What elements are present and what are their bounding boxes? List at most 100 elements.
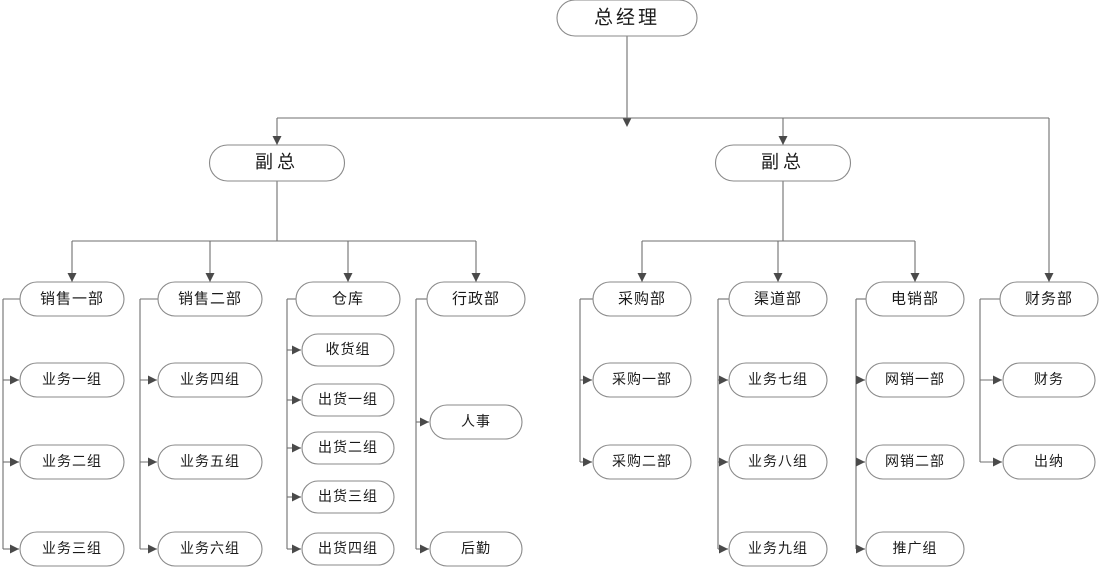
- arrow-to-wh_ship2: [292, 443, 301, 453]
- node-shape-team5: [157, 444, 263, 480]
- node-label-gm: 总经理: [594, 6, 660, 28]
- arrow-to-purchase2: [583, 457, 592, 467]
- node-dept_channel[interactable]: 渠道部: [728, 281, 828, 317]
- node-purchase2[interactable]: 采购二部: [592, 444, 692, 480]
- node-dept_sales2[interactable]: 销售二部: [157, 281, 263, 317]
- node-shape-dept_admin: [426, 281, 526, 317]
- node-shape-hr: [429, 404, 523, 440]
- arrow-to-purchase1: [583, 375, 592, 385]
- node-purchase1[interactable]: 采购一部: [592, 362, 692, 398]
- node-vp_right[interactable]: 副总: [714, 144, 852, 182]
- node-dept_finance[interactable]: 财务部: [999, 281, 1099, 317]
- node-label-team3: 业务三组: [42, 541, 102, 557]
- node-shape-team8: [728, 444, 828, 480]
- node-team8[interactable]: 业务八组: [728, 444, 828, 480]
- node-shape-wh_receive: [301, 333, 395, 367]
- arrow-to-team6: [148, 544, 157, 554]
- arrow-to-team4: [148, 375, 157, 385]
- node-logistics[interactable]: 后勤: [429, 531, 523, 567]
- node-shape-team3: [19, 531, 125, 567]
- node-team5[interactable]: 业务五组: [157, 444, 263, 480]
- arrow-to-wh_ship4: [292, 544, 301, 554]
- node-vp_left[interactable]: 副总: [208, 144, 346, 182]
- node-team9[interactable]: 业务九组: [728, 531, 828, 567]
- arrow-to-team1: [10, 375, 19, 385]
- node-shape-logistics: [429, 531, 523, 567]
- node-label-wh_ship3: 出货三组: [318, 488, 378, 505]
- node-shape-dept_sales1: [19, 281, 125, 317]
- node-label-cashier: 出纳: [1034, 454, 1064, 470]
- node-shape-cashier: [1002, 444, 1096, 480]
- node-dept_warehouse[interactable]: 仓库: [295, 281, 401, 317]
- node-label-team5: 业务五组: [180, 454, 240, 470]
- arrow-to-hr: [420, 417, 429, 427]
- node-label-vp_left: 副总: [255, 152, 299, 172]
- node-label-dept_admin: 行政部: [452, 290, 500, 307]
- node-shape-purchase1: [592, 362, 692, 398]
- node-wh_ship3[interactable]: 出货三组: [301, 480, 395, 514]
- node-shape-wh_ship3: [301, 480, 395, 514]
- node-label-dept_finance: 财务部: [1025, 290, 1073, 307]
- node-label-online2: 网销二部: [885, 454, 945, 470]
- node-dept_telesales[interactable]: 电销部: [865, 281, 965, 317]
- connector-layer: [2, 36, 1054, 554]
- node-wh_receive[interactable]: 收货组: [301, 333, 395, 367]
- node-label-finance_acct: 财务: [1034, 372, 1064, 388]
- node-team1[interactable]: 业务一组: [19, 362, 125, 398]
- node-label-online1: 网销一部: [885, 372, 945, 388]
- node-dept_purchase[interactable]: 采购部: [592, 281, 692, 317]
- node-online2[interactable]: 网销二部: [865, 444, 965, 480]
- arrow-to-wh_receive: [292, 345, 301, 355]
- arrow-to-dept_admin: [471, 273, 481, 282]
- node-label-team6: 业务六组: [180, 541, 240, 557]
- node-label-dept_sales2: 销售二部: [178, 290, 242, 307]
- node-promotion[interactable]: 推广组: [865, 531, 965, 567]
- node-wh_ship4[interactable]: 出货四组: [301, 532, 395, 566]
- node-team3[interactable]: 业务三组: [19, 531, 125, 567]
- node-team7[interactable]: 业务七组: [728, 362, 828, 398]
- node-shape-dept_purchase: [592, 281, 692, 317]
- node-shape-gm: [556, 0, 698, 37]
- node-team6[interactable]: 业务六组: [157, 531, 263, 567]
- arrow-to-wh_ship3: [292, 492, 301, 502]
- arrow-to-team3: [10, 544, 19, 554]
- arrow-to-wh_ship1: [292, 395, 301, 405]
- node-team2[interactable]: 业务二组: [19, 444, 125, 480]
- node-online1[interactable]: 网销一部: [865, 362, 965, 398]
- node-dept_admin[interactable]: 行政部: [426, 281, 526, 317]
- arrow-to-dept_telesales: [910, 273, 920, 282]
- node-shape-team4: [157, 362, 263, 398]
- arrow-to-finance_acct: [993, 375, 1002, 385]
- node-label-purchase2: 采购二部: [612, 454, 672, 470]
- node-label-wh_ship4: 出货四组: [318, 540, 378, 557]
- node-dept_sales1[interactable]: 销售一部: [19, 281, 125, 317]
- node-shape-team7: [728, 362, 828, 398]
- node-shape-dept_finance: [999, 281, 1099, 317]
- node-gm[interactable]: 总经理: [556, 0, 698, 37]
- node-shape-promotion: [865, 531, 965, 567]
- node-shape-team2: [19, 444, 125, 480]
- node-wh_ship1[interactable]: 出货一组: [301, 383, 395, 417]
- node-hr[interactable]: 人事: [429, 404, 523, 440]
- node-wh_ship2[interactable]: 出货二组: [301, 431, 395, 465]
- node-team4[interactable]: 业务四组: [157, 362, 263, 398]
- node-shape-purchase2: [592, 444, 692, 480]
- node-cashier[interactable]: 出纳: [1002, 444, 1096, 480]
- arrow-to-vp_right: [778, 136, 788, 145]
- node-label-team2: 业务二组: [42, 454, 102, 470]
- node-label-team7: 业务七组: [748, 372, 808, 388]
- node-finance_acct[interactable]: 财务: [1002, 362, 1096, 398]
- node-shape-team1: [19, 362, 125, 398]
- node-label-team4: 业务四组: [180, 372, 240, 388]
- node-shape-dept_sales2: [157, 281, 263, 317]
- node-shape-online2: [865, 444, 965, 480]
- node-shape-team6: [157, 531, 263, 567]
- node-label-wh_ship2: 出货二组: [318, 439, 378, 456]
- node-label-dept_sales1: 销售一部: [40, 290, 104, 307]
- node-label-logistics: 后勤: [461, 541, 491, 557]
- node-label-dept_purchase: 采购部: [618, 290, 666, 307]
- node-label-dept_telesales: 电销部: [891, 290, 939, 307]
- node-shape-team9: [728, 531, 828, 567]
